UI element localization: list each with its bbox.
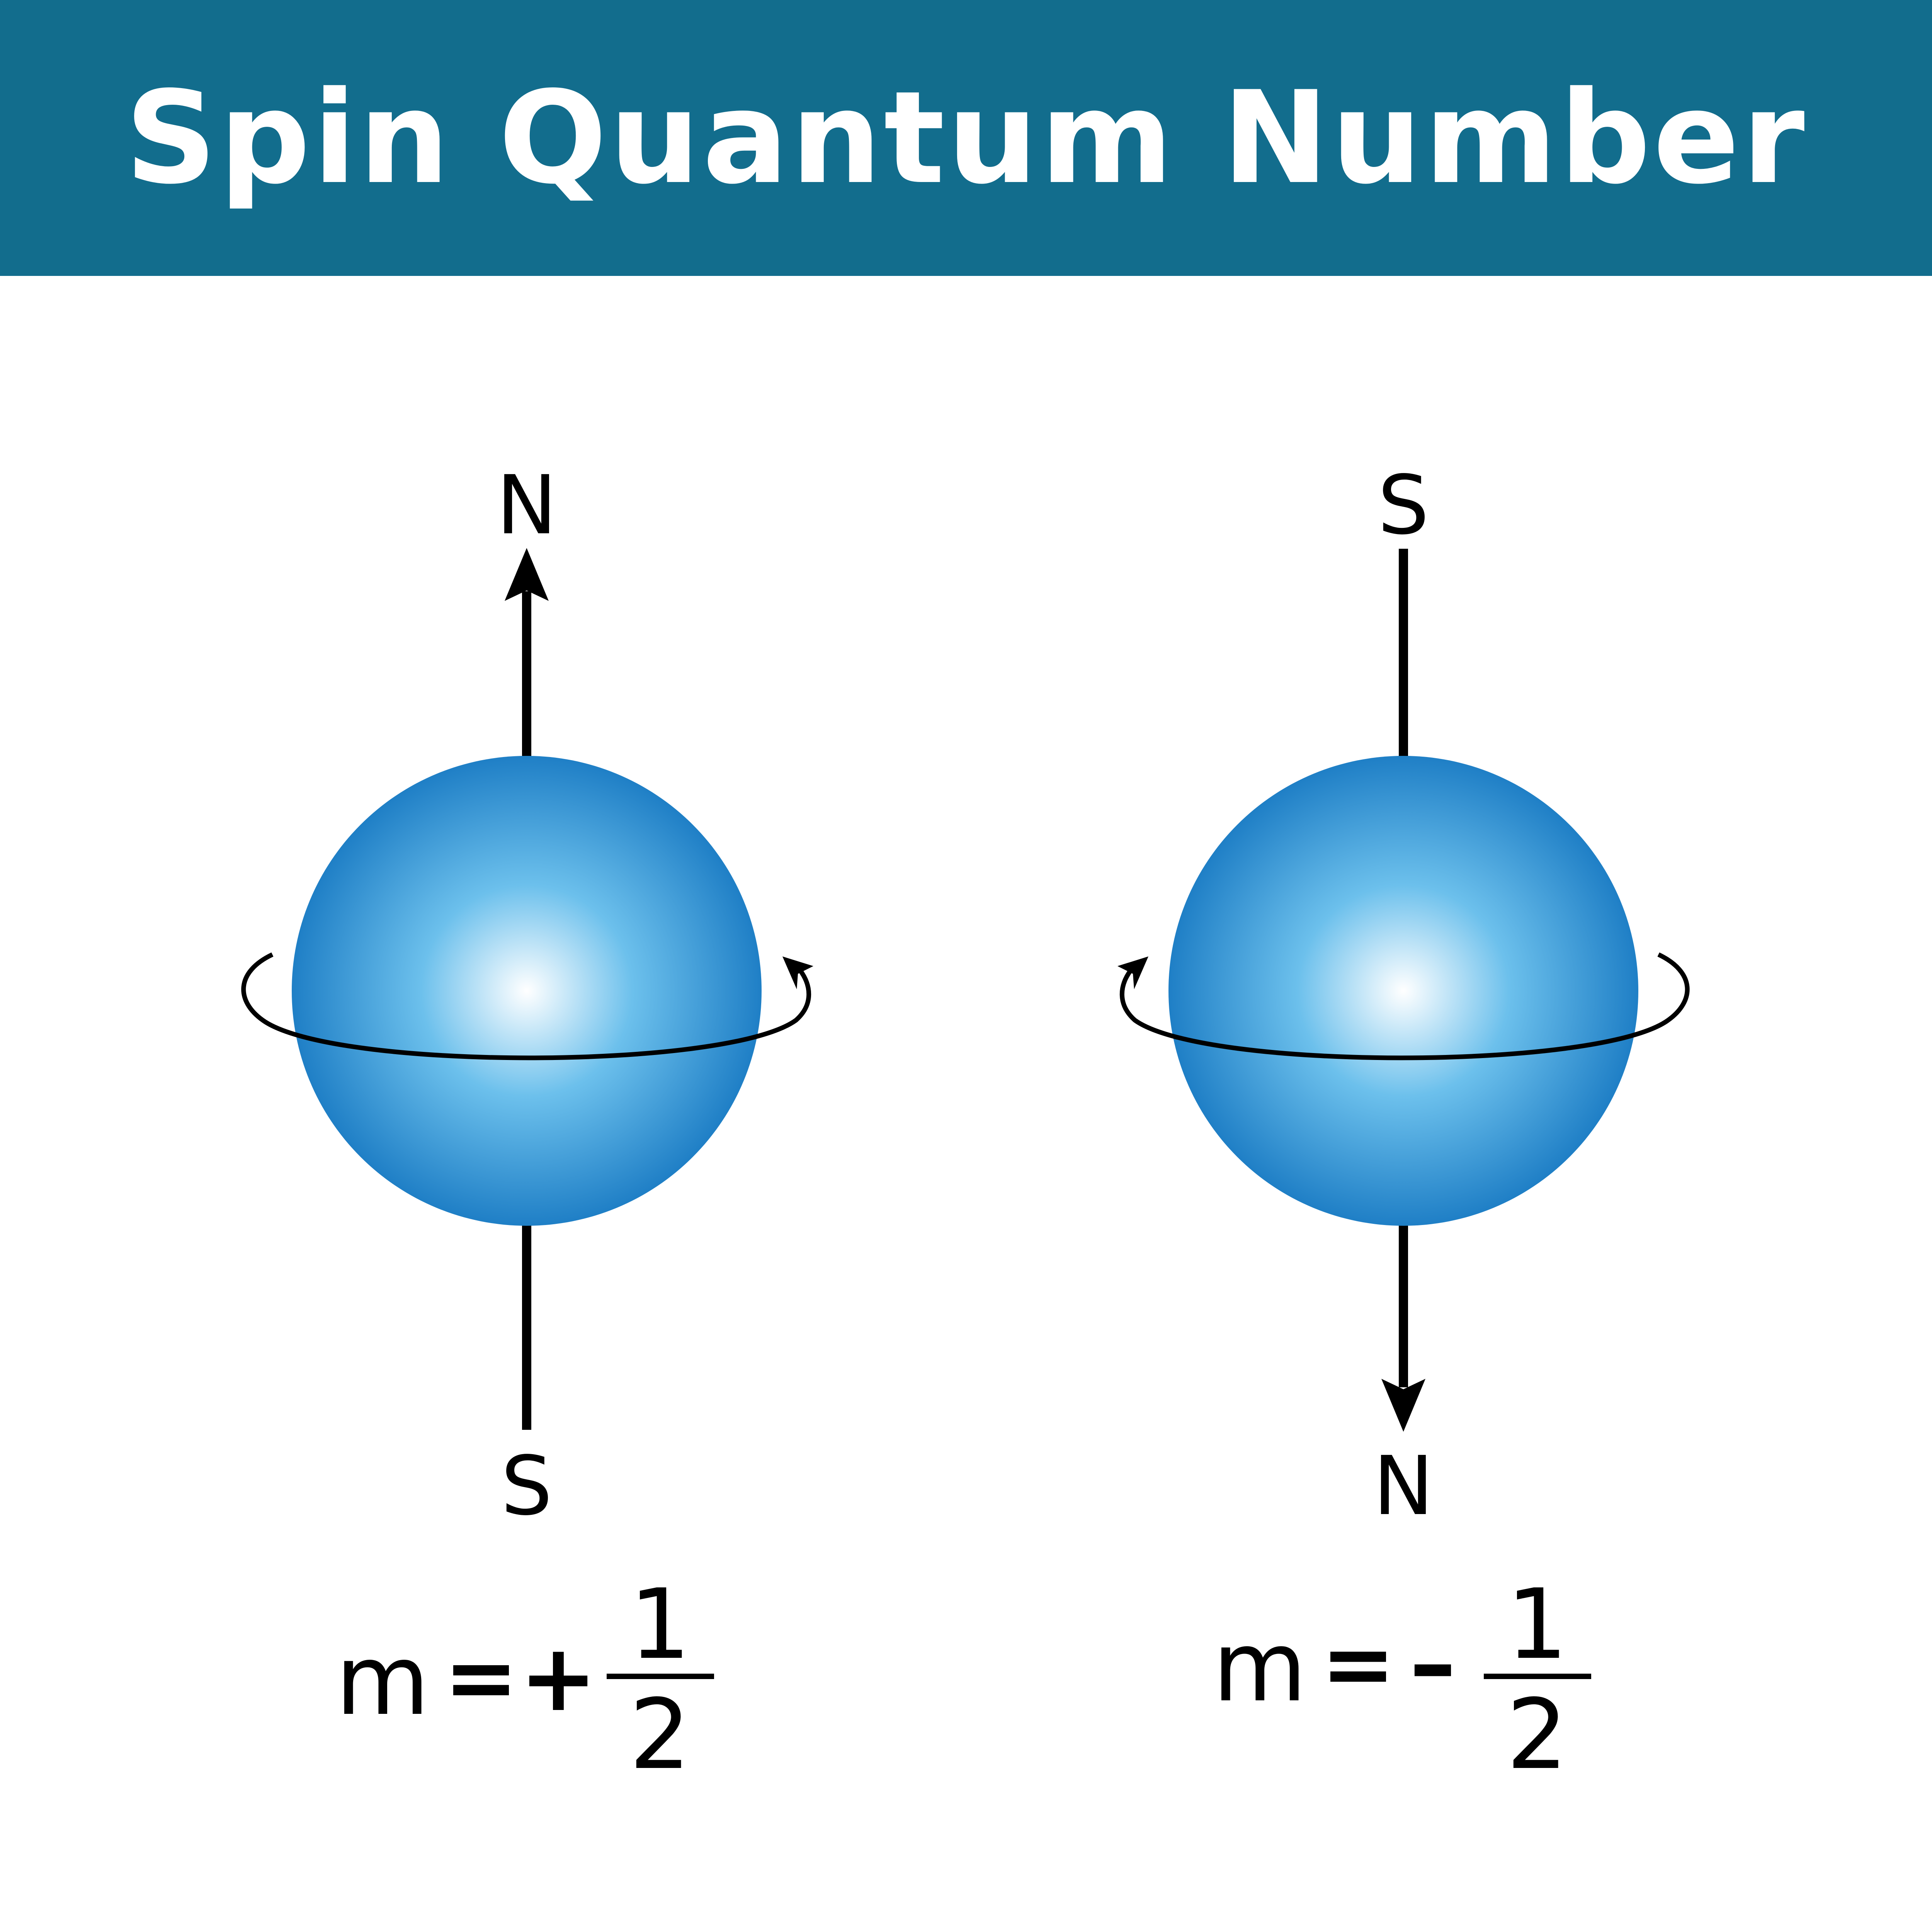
spin-down-m-symbol: m (1213, 1611, 1307, 1723)
spin-up-denominator: 2 (629, 1678, 690, 1791)
spin-up-bottom-pole-label: S (501, 1439, 552, 1533)
spin-up-rotation-ring (241, 952, 811, 1060)
spin-down-electron: S N m = – 1 2 (1117, 458, 1690, 1791)
arrow-down-icon (1381, 1379, 1425, 1432)
spin-up-numerator: 1 (629, 1568, 690, 1681)
spin-up-top-pole-label: N (496, 458, 557, 553)
arrow-up-icon (505, 548, 549, 601)
spin-down-equals: = (1321, 1613, 1396, 1716)
spin-down-denominator: 2 (1506, 1678, 1568, 1791)
rotation-arrow-icon (782, 956, 813, 989)
spin-down-rotation-ring (1119, 952, 1690, 1060)
spin-down-bottom-pole-label: N (1373, 1439, 1434, 1533)
spin-down-sphere (1168, 756, 1638, 1226)
spin-up-sphere (292, 756, 762, 1226)
spin-down-top-pole-label: S (1378, 458, 1429, 553)
spin-down-sign: – (1410, 1610, 1456, 1718)
spin-diagram: N S m = + 1 2 S N m = – (241, 458, 1690, 1791)
spin-up-electron: N S m = + 1 2 (241, 458, 813, 1791)
spin-up-equals: = (444, 1626, 519, 1729)
rotation-arrow-icon (1117, 956, 1148, 989)
title-banner: Spin Quantum Number (0, 0, 1932, 276)
spin-down-numerator: 1 (1506, 1568, 1568, 1681)
spin-up-sign: + (519, 1624, 597, 1732)
spin-up-m-symbol: m (335, 1624, 430, 1737)
page-title: Spin Quantum Number (125, 64, 1807, 212)
